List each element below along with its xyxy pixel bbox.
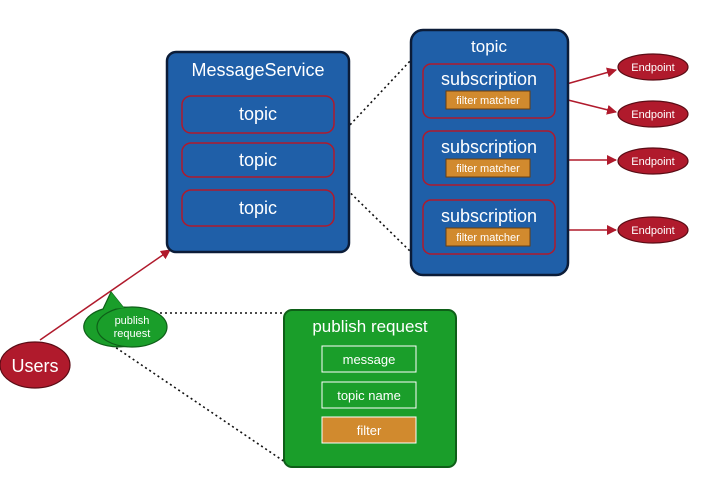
zoom-connector-bottom: [332, 175, 412, 253]
topic-label-1: topic: [239, 104, 277, 124]
topic-name-field-label: topic name: [337, 388, 401, 403]
users-node-group: Users: [0, 341, 71, 389]
topic-box-3[interactable]: [181, 189, 335, 227]
message-field[interactable]: [321, 345, 417, 373]
filter-matcher-1: [445, 90, 531, 110]
topic-detail-title: topic: [471, 37, 507, 56]
users-node[interactable]: [0, 341, 71, 389]
endpoint-label-3: Endpoint: [631, 156, 674, 168]
topic-label-2: topic: [239, 150, 277, 170]
topic-label-3: topic: [239, 198, 277, 218]
zoom-connector-top: [332, 59, 412, 144]
message-service-title: MessageService: [191, 60, 324, 80]
topic-name-field[interactable]: [321, 381, 417, 409]
publish-request-box: publish request message topic name filte…: [283, 309, 457, 468]
filter-matcher-2: [445, 158, 531, 178]
topic-box-1[interactable]: [181, 95, 335, 134]
filter-field-label: filter: [357, 423, 382, 438]
users-label: Users: [11, 356, 58, 376]
publish-bubble-tail: [108, 292, 124, 309]
endpoint-label-2: Endpoint: [631, 109, 674, 121]
publish-request-title: publish request: [312, 317, 428, 336]
publish-bubble: publish request: [83, 290, 168, 348]
endpoint-node-4[interactable]: [617, 216, 689, 244]
topic-box-2[interactable]: [181, 142, 335, 178]
publish-bubble-body: [96, 306, 168, 348]
filter-matcher-label-2: filter matcher: [456, 163, 520, 175]
publish-bubble-line2: request: [114, 328, 151, 340]
endpoints: Endpoint Endpoint Endpoint Endpoint: [617, 53, 689, 244]
users-to-service-arrow: [39, 249, 171, 341]
publish-bubble-line1: publish: [115, 315, 150, 327]
subscription-label-1: subscription: [441, 69, 537, 89]
bubble-connector-bottom: [111, 344, 286, 463]
filter-matcher-label-1: filter matcher: [456, 95, 520, 107]
endpoint-node-3[interactable]: [617, 147, 689, 175]
subscription-label-2: subscription: [441, 137, 537, 157]
filter-matcher-3: [445, 227, 531, 247]
message-service-box: MessageService topic topic topic: [165, 50, 351, 254]
endpoint-node-2[interactable]: [617, 100, 689, 128]
message-field-label: message: [343, 352, 396, 367]
endpoint-node-1[interactable]: [617, 53, 689, 81]
filter-matcher-label-3: filter matcher: [456, 232, 520, 244]
topic-detail-box: topic subscription filter matcher subscr…: [409, 28, 570, 277]
filter-field[interactable]: [321, 416, 417, 444]
endpoint-label-4: Endpoint: [631, 225, 674, 237]
endpoint-label-1: Endpoint: [631, 62, 674, 74]
subscription-label-3: subscription: [441, 206, 537, 226]
